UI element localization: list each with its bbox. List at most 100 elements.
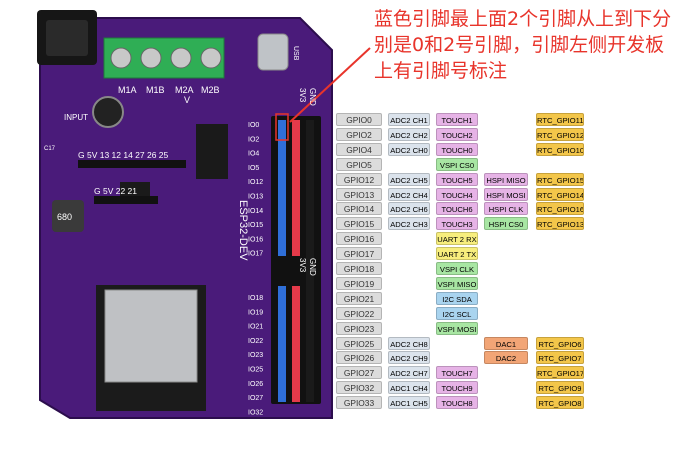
vspi-cell: VSPI CLK bbox=[436, 262, 478, 275]
terminal-blocks bbox=[103, 37, 225, 79]
touch-cell: TOUCH7 bbox=[436, 366, 478, 380]
vspi-cell: VSPI MOSI bbox=[436, 321, 478, 335]
io-label: IO14 bbox=[248, 208, 263, 215]
label-m1a: M1A bbox=[118, 85, 137, 95]
rtc-cell: RTC_GPIO9 bbox=[536, 381, 584, 395]
rtc-cell: RTC_GPIO16 bbox=[536, 202, 584, 216]
label-inductor: 680 bbox=[57, 212, 72, 222]
rtc-cell: RTC_GPIO7 bbox=[536, 351, 584, 365]
rtc-cell: RTC_GPIO8 bbox=[536, 396, 584, 410]
touch-cell: TOUCH9 bbox=[436, 381, 478, 395]
touch-cell: TOUCH1 bbox=[436, 113, 478, 126]
gpio-cell: GPIO26 bbox=[336, 351, 382, 365]
pin-header bbox=[271, 116, 321, 404]
io-label: IO26 bbox=[248, 381, 263, 388]
io-label: IO0 bbox=[248, 122, 259, 129]
rtc-cell: RTC_GPIO13 bbox=[536, 217, 584, 231]
touch-cell: TOUCH3 bbox=[436, 217, 478, 231]
io-label: IO23 bbox=[248, 352, 263, 359]
gpio-cell: GPIO16 bbox=[336, 232, 382, 246]
rtc-cell: RTC_GPIO15 bbox=[536, 172, 584, 186]
gpio-cell: GPIO2 bbox=[336, 127, 382, 141]
rtc-cell: RTC_GPIO17 bbox=[536, 366, 584, 380]
capacitor bbox=[92, 96, 124, 128]
label-header-row-a: G 5V 13 12 14 27 26 25 bbox=[78, 150, 169, 160]
table-row: GPIO17 UART 2 TX bbox=[336, 247, 692, 261]
esp32-shield bbox=[104, 289, 198, 383]
io-label: IO22 bbox=[248, 338, 263, 345]
annotation-arrow bbox=[289, 47, 371, 123]
rtc-cell: RTC_GPIO11 bbox=[536, 113, 584, 126]
touch-cell: TOUCH2 bbox=[436, 127, 478, 141]
io-label: IO19 bbox=[248, 309, 263, 316]
gpio-cell: GPIO25 bbox=[336, 336, 382, 350]
gpio-cell: GPIO15 bbox=[336, 217, 382, 231]
table-row: GPIO16 UART 2 RX bbox=[336, 232, 692, 246]
gpio-cell: GPIO18 bbox=[336, 262, 382, 275]
gpio-cell: GPIO32 bbox=[336, 381, 382, 395]
io-label: IO2 bbox=[248, 136, 259, 143]
uart-cell: UART 2 TX bbox=[436, 247, 478, 261]
adc-cell: ADC2 CH2 bbox=[388, 127, 430, 141]
rtc-cell: RTC_GPIO10 bbox=[536, 142, 584, 156]
adc-cell: ADC2 CH1 bbox=[388, 113, 430, 126]
adc-cell: ADC2 CH6 bbox=[388, 202, 430, 216]
label-gnd-mid: GND bbox=[308, 258, 317, 276]
label-m2a: M2A bbox=[175, 85, 194, 95]
adc-cell: ADC2 CH0 bbox=[388, 142, 430, 156]
driver-ic bbox=[196, 124, 228, 179]
label-v: V bbox=[184, 95, 190, 105]
table-row: GPIO2 ADC2 CH2 TOUCH2 RTC_GPIO12 bbox=[336, 127, 692, 142]
io-label: IO13 bbox=[248, 194, 263, 201]
io-label: IO15 bbox=[248, 222, 263, 229]
io-label: IO12 bbox=[248, 179, 263, 186]
label-c17: C17 bbox=[44, 146, 56, 152]
note-line-2: 别是0和2号引脚，引脚左侧开发板 bbox=[374, 34, 665, 56]
vspi-cell: VSPI MISO bbox=[436, 276, 478, 290]
io-label: IO5 bbox=[248, 165, 259, 172]
table-row: GPIO19 VSPI MISO bbox=[336, 276, 692, 291]
io-label: IO16 bbox=[248, 236, 263, 243]
touch-cell: TOUCH6 bbox=[436, 202, 478, 216]
gpio-cell: GPIO12 bbox=[336, 172, 382, 186]
adc-cell: ADC1 CH4 bbox=[388, 381, 430, 395]
dac-cell: DAC1 bbox=[484, 336, 528, 350]
hspi-cell: HSPI CLK bbox=[484, 202, 528, 216]
adc-cell: ADC2 CH3 bbox=[388, 217, 430, 231]
table-row: GPIO5 VSPI CS0 bbox=[336, 157, 692, 172]
table-row: GPIO14 ADC2 CH6 TOUCH6 HSPI CLK RTC_GPIO16 bbox=[336, 202, 692, 216]
table-row: GPIO32 ADC1 CH4 TOUCH9 RTC_GPIO9 bbox=[336, 381, 692, 395]
label-m2b: M2B bbox=[201, 85, 220, 95]
uart-cell: UART 2 RX bbox=[436, 232, 478, 246]
inductor bbox=[52, 200, 84, 232]
gpio-cell: GPIO33 bbox=[336, 396, 382, 410]
dac-cell: DAC2 bbox=[484, 351, 528, 365]
gpio-cell: GPIO22 bbox=[336, 306, 382, 320]
gpio-cell: GPIO19 bbox=[336, 276, 382, 290]
label-input: INPUT bbox=[64, 113, 88, 122]
vspi-cell: VSPI CS0 bbox=[436, 157, 478, 171]
label-3v3-top: 3V3 bbox=[298, 88, 307, 103]
io-label: IO25 bbox=[248, 367, 263, 374]
label-gnd-top: GND bbox=[308, 88, 317, 106]
gpio-cell: GPIO17 bbox=[336, 247, 382, 261]
adc-cell: ADC2 CH8 bbox=[388, 336, 430, 350]
rtc-cell: RTC_GPIO14 bbox=[536, 187, 584, 201]
label-usb: USB bbox=[292, 46, 299, 61]
rtc-cell: RTC_GPIO6 bbox=[536, 336, 584, 350]
gpio-cell: GPIO14 bbox=[336, 202, 382, 216]
table-row: GPIO0 ADC2 CH1 TOUCH1 RTC_GPIO11 bbox=[336, 113, 692, 127]
gpio-cell: GPIO5 bbox=[336, 157, 382, 171]
io-label: IO17 bbox=[248, 251, 263, 258]
label-3v3-mid: 3V3 bbox=[298, 258, 307, 273]
rtc-cell: RTC_GPIO12 bbox=[536, 127, 584, 141]
gpio-cell: GPIO0 bbox=[336, 113, 382, 126]
